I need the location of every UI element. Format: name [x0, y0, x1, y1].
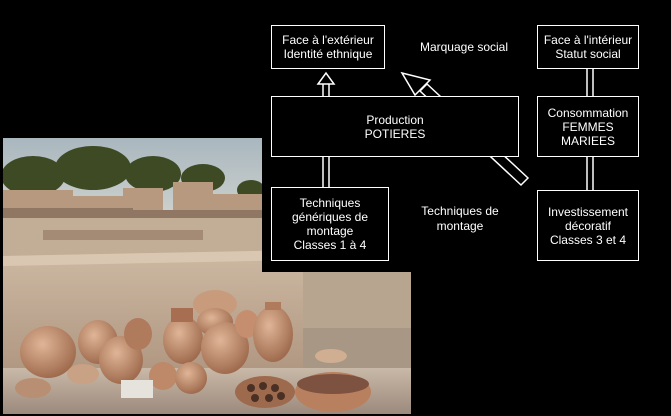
box-line: POTIERES	[364, 126, 426, 141]
arrow-investissement-to-consommation	[586, 156, 594, 190]
box-line: Face à l'intérieur	[543, 33, 633, 47]
box-line: montage	[306, 224, 354, 238]
arrow-consommation-to-interior	[586, 68, 594, 96]
box-line: Techniques	[299, 196, 361, 210]
box-line: Investissement	[547, 204, 629, 219]
arrow-production-to-exterior	[316, 71, 336, 96]
box-line: Face à l'extérieur	[282, 33, 374, 47]
box-line: Classes 3 et 4	[549, 232, 627, 247]
arrow-techniques-to-production	[322, 156, 330, 187]
box-investissement: Investissement décoratif Classes 3 et 4	[537, 190, 639, 261]
box-face-interieur: Face à l'intérieur Statut social	[537, 25, 639, 69]
box-face-exterieur: Face à l'extérieur Identité ethnique	[271, 25, 385, 69]
label-techniques-montage: Techniques de montage	[404, 204, 516, 234]
label-line: Techniques de	[421, 204, 499, 218]
box-techniques: Techniques génériques de montage Classes…	[271, 187, 389, 261]
label-line: montage	[436, 219, 484, 233]
box-line: FEMMES	[562, 119, 614, 134]
box-line: Statut social	[555, 47, 621, 61]
box-line: Identité ethnique	[283, 47, 373, 61]
box-consommation: Consommation FEMMES MARIEES	[537, 96, 639, 157]
pots	[15, 290, 371, 412]
box-production: Production POTIERES	[271, 96, 519, 157]
box-line: génériques de	[291, 210, 369, 224]
box-line: Classes 1 à 4	[293, 238, 367, 252]
box-line: Consommation	[547, 105, 629, 120]
label-marquage-social: Marquage social	[408, 40, 520, 55]
label-text: Marquage social	[419, 40, 509, 54]
box-line: MARIEES	[560, 133, 615, 148]
box-line: Production	[366, 112, 424, 127]
box-line: décoratif	[564, 218, 612, 233]
